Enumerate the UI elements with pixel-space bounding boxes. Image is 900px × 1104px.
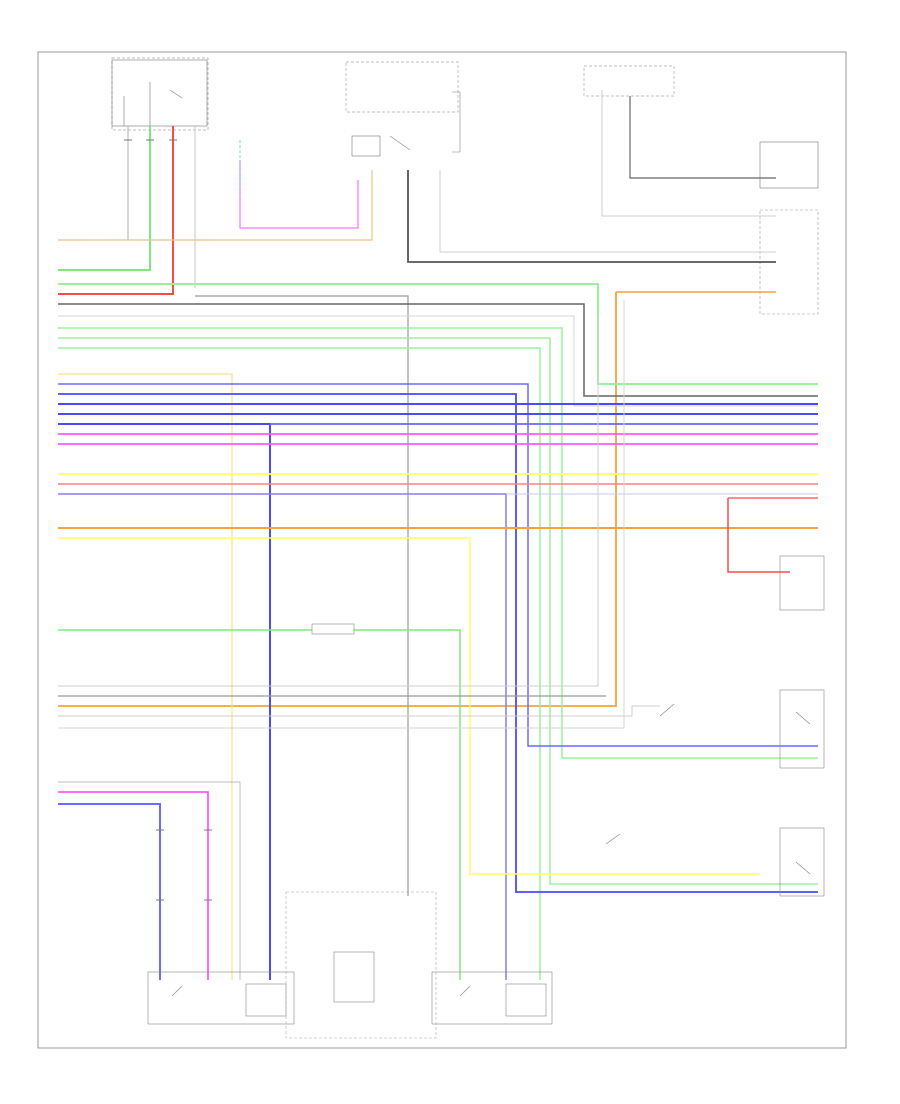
wire-lightgray-4 [58,316,599,687]
wire-darkgray-3 [58,303,818,397]
component-multiplex-center [345,61,461,157]
wire-tan-2 [58,373,233,980]
wire-lightgreen-1 [58,327,818,759]
wire-lightgreen-2 [58,337,818,885]
wire-lightgray-2 [601,90,776,217]
connector-ticks [124,139,212,901]
wire-green-3 [58,629,461,980]
wire-blue-1 [58,383,818,747]
component-rear-door-lock-actuator [285,891,437,1039]
component-rear-light-switch [111,57,209,131]
wire-lightgray-6 [58,300,625,729]
wire-pink-2 [58,791,209,980]
component-front-passenger-door [759,141,819,315]
component-door-sw [659,689,825,769]
wire-blue-2 [58,393,818,893]
wire-red-1 [58,126,174,295]
wire-harness [58,90,818,980]
wire-orange-drop [58,292,617,707]
wire-lightgreen-3 [58,347,541,980]
wire-red-3 [727,498,790,573]
wire-gray-3 [195,295,409,896]
wire-blue-5 [58,423,271,980]
wire-gray-1 [58,126,129,241]
wire-darkgray-2 [629,96,776,179]
wire-lightgray-5 [58,705,660,717]
wire-green-2 [58,283,818,385]
wire-violet-1 [58,493,507,980]
diagram-frame [37,51,847,1049]
component-left-front-door-lock [147,971,295,1025]
wire-lightgray-3 [58,315,818,407]
wire-blue-7 [58,803,161,980]
wire-tan-1 [58,170,373,241]
wire-pink-1 [239,160,359,229]
wire-yellow-2 [58,537,760,875]
wire-darkgray-1 [407,170,776,263]
component-lumbar [779,555,825,611]
wire-lightgray-1 [439,170,776,253]
wire-gray-5 [58,781,241,980]
component-left-door-lamp [311,623,355,635]
component-combination-meter [583,65,675,97]
component-right-front-door-lock [431,971,553,1025]
component-right-rear-door-lock [605,827,825,897]
wire-green-1 [58,126,151,271]
